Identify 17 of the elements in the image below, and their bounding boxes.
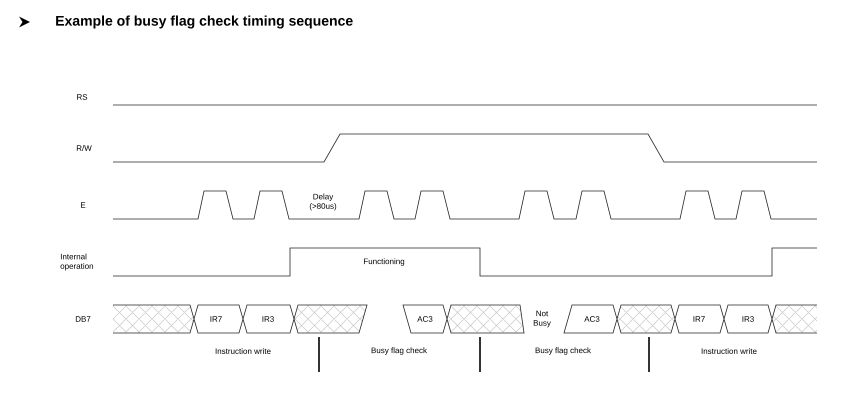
title: Example of busy flag check timing sequence (56, 15, 353, 29)
bus-cell: IR7 (194, 304, 244, 334)
signal-name: E (81, 202, 86, 208)
phase-label: Busy flag check (372, 347, 428, 355)
phase-label: Busy flag check (536, 347, 592, 355)
bus-cell: IR3 (242, 304, 294, 334)
bus-cell: IR7 (674, 304, 724, 334)
signal-name: DB7 (76, 316, 90, 322)
signal-name: R/W (76, 145, 92, 151)
delay-note: Delay (>80us) (310, 194, 336, 210)
phase-label: Instruction write (216, 348, 271, 354)
signal-name: Internal operation (60, 254, 94, 270)
phase-label: Instruction write (702, 348, 757, 354)
state-label: Functioning (364, 258, 404, 266)
bus-cell: IR3 (724, 304, 772, 334)
signal-name: RS (77, 94, 88, 100)
state-label: Not Busy (534, 310, 551, 328)
